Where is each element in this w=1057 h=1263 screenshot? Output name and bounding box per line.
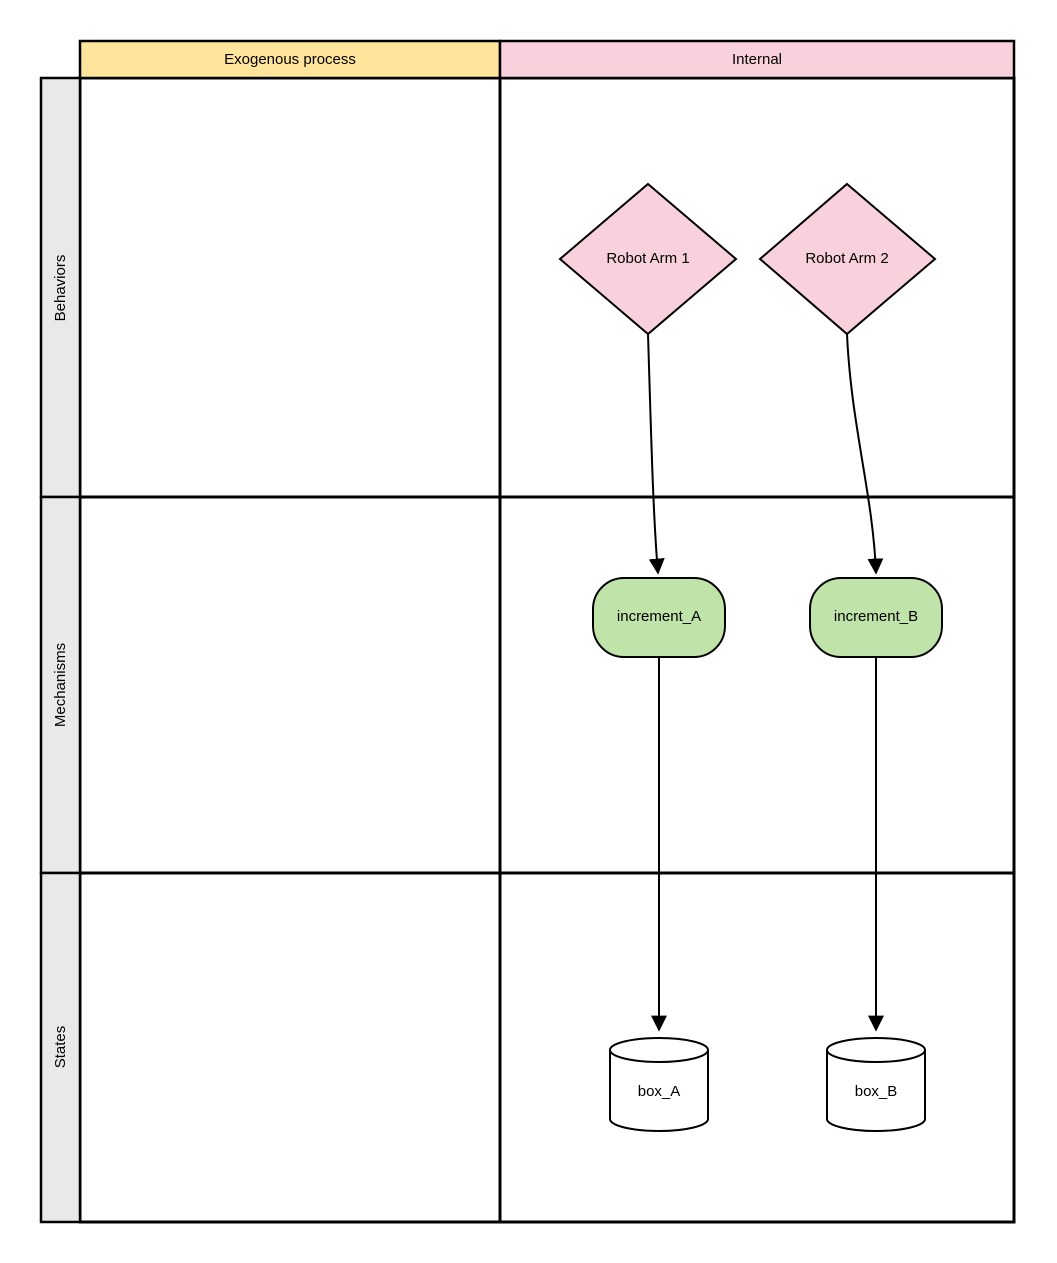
increment-b-rounded-rect	[809, 577, 943, 658]
row-header-states-label: States	[52, 1025, 69, 1069]
cell-mechanisms-exogenous	[78, 495, 502, 875]
box-a-label: box_A	[637, 1083, 681, 1100]
cell-mechanisms-internal	[498, 495, 1016, 875]
robot-arm-1-diamond	[558, 182, 738, 336]
column-header-exogenous-cell	[78, 39, 502, 80]
cell-behaviors-internal	[498, 76, 1016, 499]
robot-arm-2-diamond	[758, 182, 937, 336]
robot-arm-2-label: Robot Arm 2	[805, 250, 889, 267]
box-b-label: box_B	[854, 1083, 898, 1100]
row-header-behaviors-label: Behaviors	[52, 254, 69, 322]
increment-a-label: increment_A	[616, 608, 702, 625]
column-header-internal-cell	[498, 39, 1016, 80]
box-b-cylinder-rim	[826, 1049, 926, 1063]
column-header-exogenous-label: Exogenous process	[224, 51, 356, 68]
increment-a-rounded-rect	[592, 577, 726, 658]
column-header-internal-label: Internal	[731, 51, 783, 68]
row-header-states-cell	[39, 871, 82, 1224]
row-header-mechanisms-cell	[39, 495, 82, 875]
edge-robot-arm-2-to-increment-b	[846, 333, 884, 575]
row-header-mechanisms-label: Mechanisms	[52, 642, 69, 728]
cell-states-internal	[498, 871, 1016, 1224]
edge-robot-arm-1-to-increment-a	[647, 333, 665, 575]
cell-states-exogenous	[78, 871, 502, 1224]
increment-b-label: increment_B	[833, 608, 919, 625]
cell-behaviors-exogenous	[78, 76, 502, 499]
robot-arm-1-label: Robot Arm 1	[606, 250, 690, 267]
box-a-cylinder-rim	[609, 1049, 709, 1063]
